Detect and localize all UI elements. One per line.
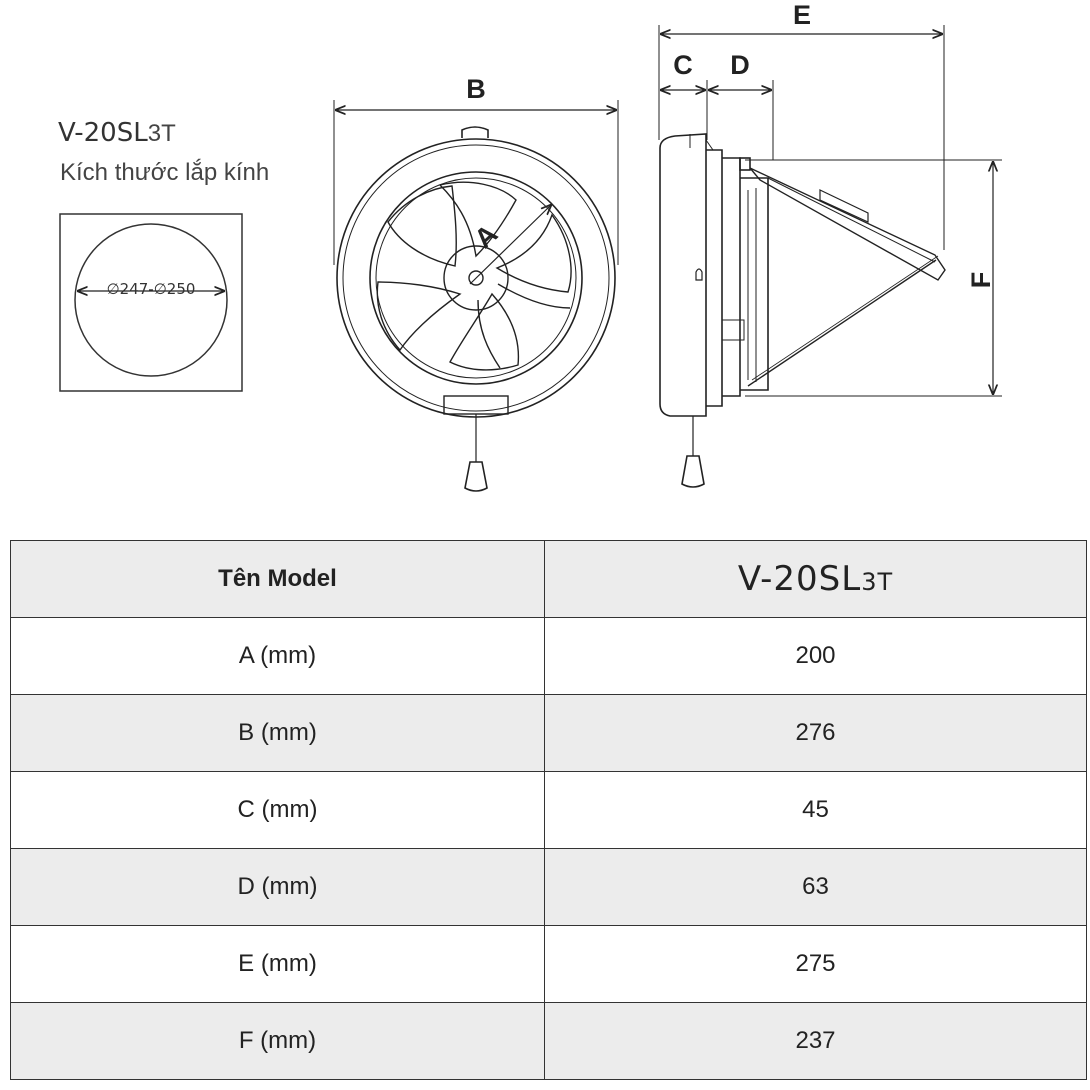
row-value: 63 bbox=[544, 848, 1087, 926]
fan-front-view bbox=[333, 100, 619, 492]
row-value: 237 bbox=[544, 1002, 1087, 1080]
header-model-value: V-20SL3T bbox=[544, 540, 1087, 618]
row-value: 276 bbox=[544, 694, 1087, 772]
row-label: F (mm) bbox=[10, 1002, 545, 1080]
model-caption: V-20SL3T Kích thước lắp kính bbox=[58, 118, 269, 186]
row-label: E (mm) bbox=[10, 925, 545, 1003]
fan-side-view bbox=[658, 25, 1002, 488]
dim-label-e: E bbox=[793, 0, 811, 30]
row-label: D (mm) bbox=[10, 848, 545, 926]
dim-label-b: B bbox=[466, 74, 486, 104]
table-row: B (mm) 276 bbox=[10, 694, 1087, 772]
table-row: A (mm) 200 bbox=[10, 617, 1087, 695]
table-row: D (mm) 63 bbox=[10, 848, 1087, 926]
svg-text:V-20SL3T: V-20SL3T bbox=[58, 118, 176, 148]
dim-label-c: C bbox=[673, 50, 693, 80]
row-label: A (mm) bbox=[10, 617, 545, 695]
row-value: 275 bbox=[544, 925, 1087, 1003]
glass-diameter-label: ∅247-∅250 bbox=[107, 280, 196, 298]
dim-label-f: F bbox=[966, 272, 996, 289]
row-label: C (mm) bbox=[10, 771, 545, 849]
header-model-suffix: 3T bbox=[861, 568, 894, 596]
glass-caption: Kích thước lắp kính bbox=[60, 159, 269, 186]
table-row: E (mm) 275 bbox=[10, 925, 1087, 1003]
table-header-row: Tên Model V-20SL3T bbox=[10, 540, 1087, 618]
header-model-name: Tên Model bbox=[10, 540, 545, 618]
row-label: B (mm) bbox=[10, 694, 545, 772]
spec-table: Tên Model V-20SL3T A (mm) 200 B (mm) 276… bbox=[10, 540, 1087, 1080]
table-row: F (mm) 237 bbox=[10, 1002, 1087, 1080]
model-caption-suffix: 3T bbox=[148, 120, 176, 147]
dim-label-a: A bbox=[469, 219, 504, 254]
technical-drawing: V-20SL3T Kích thước lắp kính ∅247-∅250 bbox=[0, 0, 1090, 530]
glass-cutout-figure: ∅247-∅250 bbox=[59, 213, 243, 392]
row-value: 200 bbox=[544, 617, 1087, 695]
model-caption-prefix: V-20SL bbox=[58, 118, 148, 148]
row-value: 45 bbox=[544, 771, 1087, 849]
table-row: C (mm) 45 bbox=[10, 771, 1087, 849]
dim-label-d: D bbox=[730, 50, 750, 80]
header-model-prefix: V-20SL bbox=[737, 559, 862, 599]
